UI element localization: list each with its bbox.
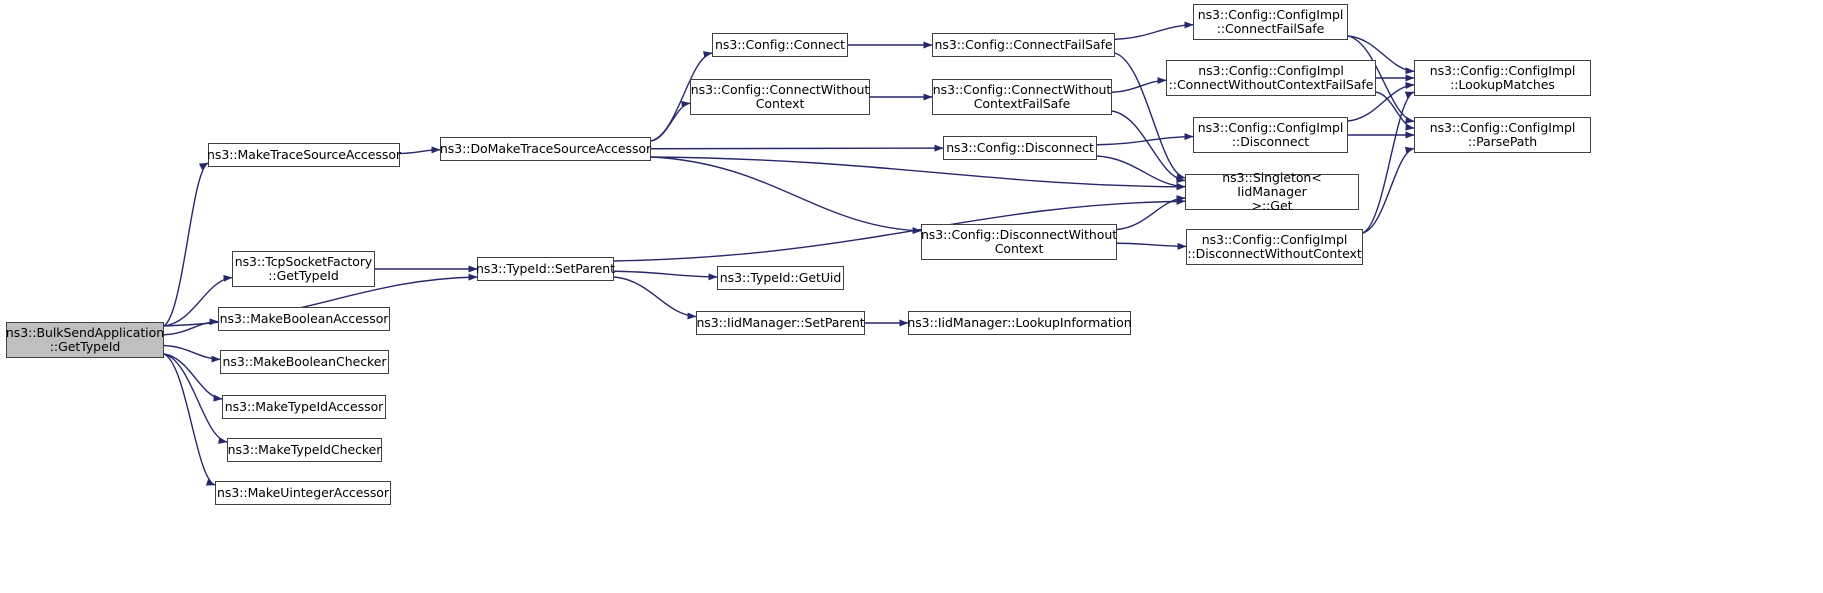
graph-node-label: ns3::DoMakeTraceSourceAccessor [439,141,652,156]
graph-node-label: ns3::Singleton< IidManager >::Get [1222,170,1322,213]
graph-node-typeidgetuid[interactable]: ns3::TypeId::GetUid [717,266,844,290]
graph-edge-domaketracesource-to-configdisconnectwoctx [650,156,922,235]
graph-node-configdisconnect[interactable]: ns3::Config::Disconnect [943,136,1097,160]
graph-node-label: ns3::Config::ConnectFailSafe [934,37,1113,52]
graph-edge-maketracesource-to-domaketracesource [399,146,441,155]
graph-node-label: ns3::MakeUintegerAccessor [217,485,389,500]
graph-node-configconnectwoctx[interactable]: ns3::Config::ConnectWithout Context [690,79,870,115]
graph-node-label: ns3::TypeId::SetParent [476,261,616,276]
graph-edge-configdisconnectwoctx-to-singletoniid [1116,195,1186,231]
graph-node-impldisconnectwoctx[interactable]: ns3::Config::ConfigImpl ::DisconnectWith… [1186,229,1363,265]
graph-edge-configconnectwoctxfs-to-singletoniid [1111,110,1186,183]
graph-edge-impldisconnectwoctx-to-implparsepath [1362,146,1415,234]
graph-node-label: ns3::Config::ConfigImpl ::ConnectFailSaf… [1197,7,1344,36]
graph-node-makebooleanacc[interactable]: ns3::MakeBooleanAccessor [218,307,390,331]
graph-node-typeidsetparent[interactable]: ns3::TypeId::SetParent [476,257,615,281]
graph-node-label: ns3::Config::Disconnect [946,140,1094,155]
graph-node-impldisconnect[interactable]: ns3::Config::ConfigImpl ::Disconnect [1193,117,1348,153]
graph-node-maketypeidchk[interactable]: ns3::MakeTypeIdChecker [227,438,382,462]
graph-node-label: ns3::MakeTraceSourceAccessor [207,147,402,162]
graph-node-label: ns3::Config::DisconnectWithout Context [920,227,1118,256]
graph-node-label: ns3::Config::ConfigImpl ::ParsePath [1429,120,1576,149]
graph-node-configconnect[interactable]: ns3::Config::Connect [712,33,848,57]
graph-node-configconnectwoctxfs[interactable]: ns3::Config::ConnectWithout ContextFailS… [932,79,1112,115]
graph-node-label: ns3::MakeBooleanAccessor [219,311,389,326]
graph-node-label: ns3::Config::ConfigImpl ::ConnectWithout… [1168,63,1374,92]
graph-node-label: ns3::Config::ConnectWithout ContextFailS… [932,82,1112,111]
graph-node-maketypeidacc[interactable]: ns3::MakeTypeIdAccessor [222,395,386,419]
graph-node-label: ns3::Config::ConnectWithout Context [690,82,870,111]
graph-edge-configdisconnect-to-impldisconnect [1096,133,1194,146]
graph-edge-typeidsetparent-to-iidsetparent [613,276,697,320]
graph-node-configconnectfs[interactable]: ns3::Config::ConnectFailSafe [932,33,1115,57]
graph-node-label: ns3::Config::ConfigImpl ::Disconnect [1197,120,1344,149]
graph-node-tcpsocketfactory[interactable]: ns3::TcpSocketFactory ::GetTypeId [232,251,375,287]
graph-node-label: ns3::Config::ConfigImpl ::DisconnectWith… [1187,232,1362,261]
graph-edge-typeidsetparent-to-typeidgetuid [613,270,718,281]
graph-node-label: ns3::MakeBooleanChecker [222,354,387,369]
graph-node-label: ns3::TcpSocketFactory ::GetTypeId [234,254,373,283]
graph-node-label: ns3::MakeTypeIdChecker [227,442,382,457]
graph-node-label: ns3::BulkSendApplication ::GetTypeId [5,325,165,354]
graph-node-iidlookupinfo[interactable]: ns3::IidManager::LookupInformation [907,311,1132,335]
graph-edge-bulksend-to-makebooleanchk [163,344,221,363]
graph-node-configdisconnectwoctx[interactable]: ns3::Config::DisconnectWithout Context [921,224,1117,260]
graph-edge-bulksend-to-maketracesource [163,162,209,327]
graph-node-label: ns3::Config::ConfigImpl ::LookupMatches [1429,63,1576,92]
graph-edge-domaketracesource-to-configconnectwoctx [650,100,691,142]
graph-edge-bulksend-to-maketypeidacc [163,353,223,402]
graph-node-maketracesource[interactable]: ns3::MakeTraceSourceAccessor [207,143,401,167]
graph-node-iidsetparent[interactable]: ns3::IidManager::SetParent [696,311,865,335]
graph-edge-impldisconnectwoctx-to-impllookupmatches [1362,91,1415,234]
graph-node-label: ns3::MakeTypeIdAccessor [224,399,384,414]
graph-edge-bulksend-to-makebooleanacc [163,318,219,336]
graph-edge-configdisconnectwoctx-to-impldisconnectwoctx [1116,242,1187,250]
graph-node-singletoniid[interactable]: ns3::Singleton< IidManager >::Get [1185,170,1359,213]
graph-edge-configdisconnect-to-singletoniid [1096,155,1186,190]
graph-node-domaketracesource[interactable]: ns3::DoMakeTraceSourceAccessor [440,137,651,161]
graph-node-implconnectwoctxfs[interactable]: ns3::Config::ConfigImpl ::ConnectWithout… [1166,60,1376,96]
graph-node-makeuintegeracc[interactable]: ns3::MakeUintegerAccessor [215,481,391,505]
graph-node-impllookupmatches[interactable]: ns3::Config::ConfigImpl ::LookupMatches [1414,60,1591,96]
graph-node-bulksend[interactable]: ns3::BulkSendApplication ::GetTypeId [6,322,164,358]
graph-edge-domaketracesource-to-configdisconnect [650,144,944,152]
graph-edge-implconnectwoctxfs-to-implparsepath [1375,91,1415,131]
graph-node-makebooleanchk[interactable]: ns3::MakeBooleanChecker [220,350,389,374]
graph-edge-domaketracesource-to-singletoniid [650,156,1186,191]
graph-node-implconnectfs[interactable]: ns3::Config::ConfigImpl ::ConnectFailSaf… [1193,4,1348,40]
graph-node-label: ns3::IidManager::SetParent [696,315,865,330]
graph-edge-configconnectwoctxfs-to-implconnectwoctxfs [1111,77,1167,93]
graph-node-label: ns3::IidManager::LookupInformation [907,315,1132,330]
graph-node-label: ns3::TypeId::GetUid [719,270,842,285]
graph-node-label: ns3::Config::Connect [714,37,846,52]
graph-edge-bulksend-to-makeuintegeracc [163,353,216,486]
graph-edge-configconnectfs-to-implconnectfs [1114,21,1194,40]
graph-node-implparsepath[interactable]: ns3::Config::ConfigImpl ::ParsePath [1414,117,1591,153]
